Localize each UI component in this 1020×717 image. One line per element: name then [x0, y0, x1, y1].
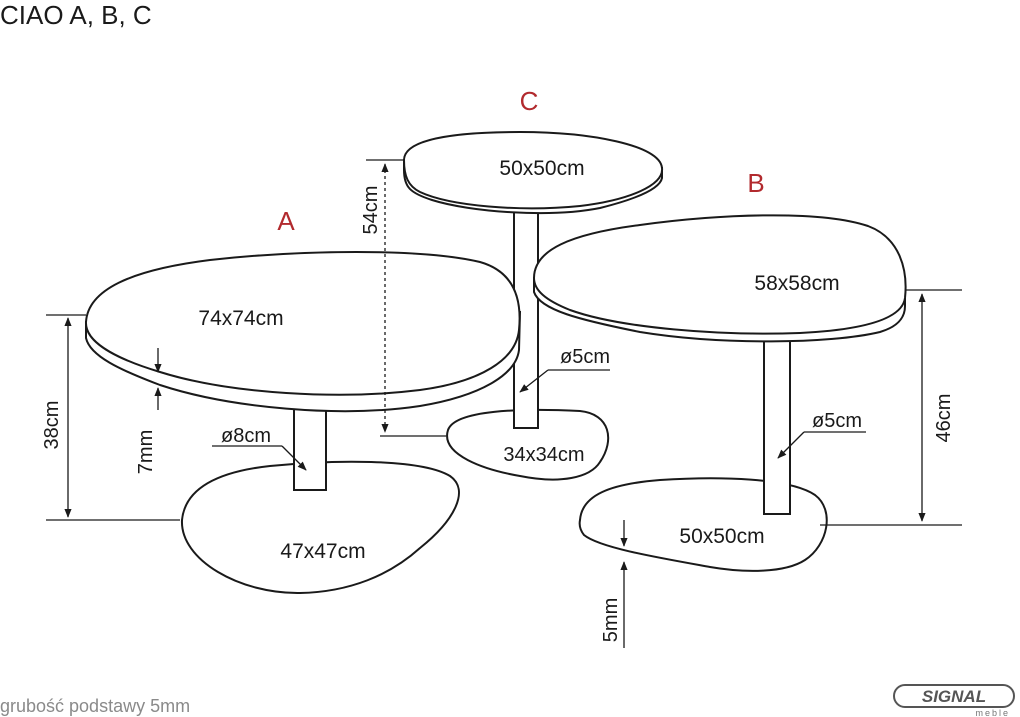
table-b-leg-diameter: ø5cm [812, 410, 862, 432]
table-a [84, 251, 522, 595]
table-a-leg [293, 397, 327, 491]
table-b-top [532, 214, 907, 335]
leader-b-leg [777, 431, 866, 459]
table-c-top-size: 50x50cm [499, 157, 584, 180]
table-a-height: 38cm [41, 401, 63, 450]
table-b-height: 46cm [933, 394, 955, 443]
leader-c-leg [519, 369, 610, 393]
page-title: CIAO A, B, C [0, 0, 152, 30]
table-c-height: 54cm [360, 186, 382, 235]
leader-a-leg [212, 445, 307, 471]
table-a-base-size: 47x47cm [280, 540, 365, 563]
dimension-a-height [46, 314, 180, 521]
table-b-leg [763, 337, 791, 515]
dimension-b-height [820, 289, 962, 526]
dimension-c-height [366, 159, 446, 437]
table-c-base-size: 34x34cm [503, 444, 584, 466]
signal-logo: SIGNAL meble [893, 684, 1015, 717]
table-b-base-size: 50x50cm [679, 525, 764, 548]
table-b-base-thickness: 5mm [600, 598, 622, 642]
table-b-top-size: 58x58cm [754, 272, 839, 295]
table-a-leg-diameter: ø8cm [221, 425, 271, 447]
logo-subtext: meble [975, 708, 1010, 717]
logo-text: SIGNAL [922, 687, 986, 706]
table-a-base [180, 460, 460, 595]
table-a-top-size: 74x74cm [198, 307, 283, 330]
table-c-leg-diameter: ø5cm [560, 346, 610, 368]
table-c-top [402, 130, 664, 210]
table-a-top-thickness: 7mm [135, 430, 157, 474]
table-c-base [446, 408, 610, 481]
table-b-letter: B [747, 168, 764, 198]
table-c-letter: C [520, 86, 539, 116]
table-a-top [84, 251, 521, 396]
table-b [532, 214, 907, 572]
footer-note: grubość podstawy 5mm [0, 696, 190, 716]
table-a-letter: A [277, 206, 295, 236]
